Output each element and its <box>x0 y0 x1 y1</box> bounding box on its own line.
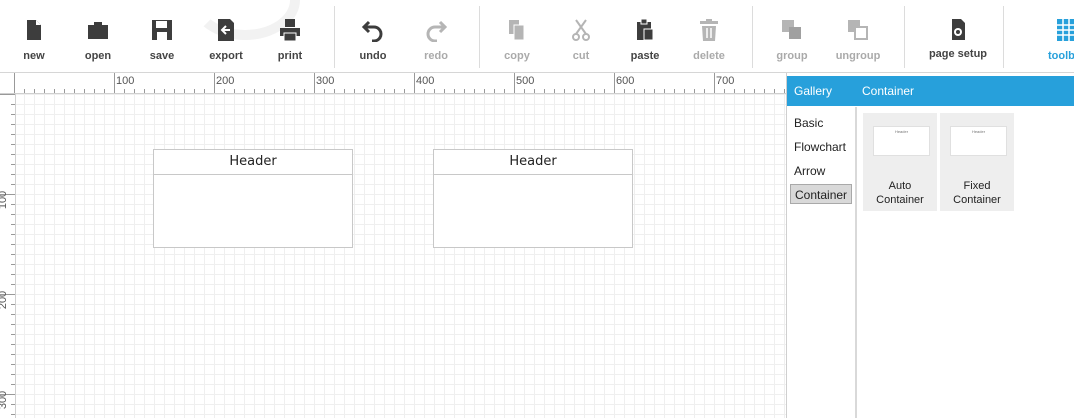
tile-label-line2: Container <box>876 194 924 206</box>
container-thumbnail: Header <box>873 126 930 156</box>
redo-icon <box>426 20 448 42</box>
container-node[interactable]: Header <box>433 149 633 248</box>
open-button[interactable]: open <box>66 18 130 68</box>
diagram-canvas[interactable]: Header Header <box>16 94 786 418</box>
export-icon <box>218 19 234 41</box>
group-icon <box>782 20 801 39</box>
category-list: Basic Flowchart Arrow Container <box>787 107 857 418</box>
new-button[interactable]: new <box>2 18 66 68</box>
toolbar: new open save export print undo redo cop… <box>0 0 1074 73</box>
ungroup-button[interactable]: ungroup <box>826 18 890 68</box>
ruler-label: 500 <box>516 75 535 87</box>
left-ruler: 100 200 300 <box>0 94 16 418</box>
floppy-icon <box>152 20 172 40</box>
copy-button[interactable]: copy <box>485 18 549 68</box>
container-header[interactable]: Header <box>434 150 632 175</box>
page-setup-button[interactable]: page setup <box>920 18 996 68</box>
auto-container-tile[interactable]: Header Auto Container <box>863 113 937 211</box>
toolbar-separator <box>752 6 753 68</box>
container-header[interactable]: Header <box>154 150 352 175</box>
toolbox-button[interactable]: toolb <box>1035 18 1074 68</box>
tile-label-line1: Auto <box>888 180 912 192</box>
undo-icon <box>361 20 383 42</box>
category-container[interactable]: Container <box>790 184 852 204</box>
redo-label: redo <box>424 50 448 62</box>
save-button[interactable]: save <box>130 18 194 68</box>
tile-label-line2: Container <box>953 194 1001 206</box>
palette-header: Gallery Container <box>787 76 1074 106</box>
file-icon <box>27 20 41 40</box>
new-label: new <box>23 50 45 62</box>
gallery-tab[interactable]: Gallery <box>794 84 833 98</box>
delete-button[interactable]: delete <box>677 18 741 68</box>
export-label: export <box>209 50 243 62</box>
ruler-ticks <box>14 73 785 93</box>
toolbar-separator <box>904 6 905 68</box>
ungroup-icon <box>848 20 868 40</box>
cut-label: cut <box>572 50 590 62</box>
trash-icon <box>700 19 718 41</box>
ungroup-label: ungroup <box>835 50 881 62</box>
scissors-icon <box>572 19 590 41</box>
paste-button[interactable]: paste <box>613 18 677 68</box>
page-gear-icon <box>952 19 965 40</box>
ruler-label: 400 <box>416 75 435 87</box>
category-arrow[interactable]: Arrow <box>794 164 826 178</box>
ruler-label: 200 <box>0 290 10 310</box>
symbol-palette: Gallery Container Basic Flowchart Arrow … <box>786 73 1074 418</box>
save-label: save <box>149 50 175 62</box>
top-ruler: 100 200 300 400 500 600 700 <box>0 73 786 94</box>
cut-button[interactable]: cut <box>549 18 613 68</box>
container-node[interactable]: Header <box>153 149 353 248</box>
redo-button[interactable]: redo <box>404 18 468 68</box>
toolbar-separator <box>334 6 335 68</box>
open-label: open <box>84 50 112 62</box>
thumbnail-header: Header <box>894 129 909 134</box>
container-tab[interactable]: Container <box>862 84 915 98</box>
ruler-label: 300 <box>316 75 335 87</box>
thumbnail-header: Header <box>971 129 986 134</box>
folder-icon <box>88 22 108 39</box>
ruler-label: 600 <box>616 75 635 87</box>
export-button[interactable]: export <box>194 18 258 68</box>
group-button[interactable]: group <box>760 18 824 68</box>
toolbox-label: toolb <box>1048 50 1074 62</box>
grid-icon <box>1057 19 1074 41</box>
print-button[interactable]: print <box>258 18 322 68</box>
print-label: print <box>277 50 303 62</box>
undo-label: undo <box>359 50 387 62</box>
tile-label: Auto Container <box>863 179 937 207</box>
tile-label: Fixed Container <box>940 179 1014 207</box>
printer-icon <box>280 19 300 42</box>
page-setup-label: page setup <box>928 48 988 60</box>
ruler-ticks <box>0 94 15 415</box>
ruler-label: 700 <box>716 75 735 87</box>
copy-icon <box>509 20 525 41</box>
container-thumbnail: Header <box>950 126 1007 156</box>
group-label: group <box>776 50 808 62</box>
clipboard-icon <box>637 18 654 41</box>
delete-label: delete <box>693 50 725 62</box>
undo-button[interactable]: undo <box>341 18 405 68</box>
copy-label: copy <box>504 50 530 62</box>
ruler-label: 100 <box>116 75 135 87</box>
ruler-label: 100 <box>0 190 10 210</box>
toolbar-separator <box>479 6 480 68</box>
ruler-label: 200 <box>216 75 235 87</box>
category-basic[interactable]: Basic <box>794 116 824 130</box>
fixed-container-tile[interactable]: Header Fixed Container <box>940 113 1014 211</box>
toolbar-separator <box>1003 6 1004 68</box>
paste-label: paste <box>630 50 660 62</box>
category-flowchart[interactable]: Flowchart <box>794 140 847 154</box>
tile-label-line1: Fixed <box>963 180 991 192</box>
ruler-label: 300 <box>0 390 10 410</box>
